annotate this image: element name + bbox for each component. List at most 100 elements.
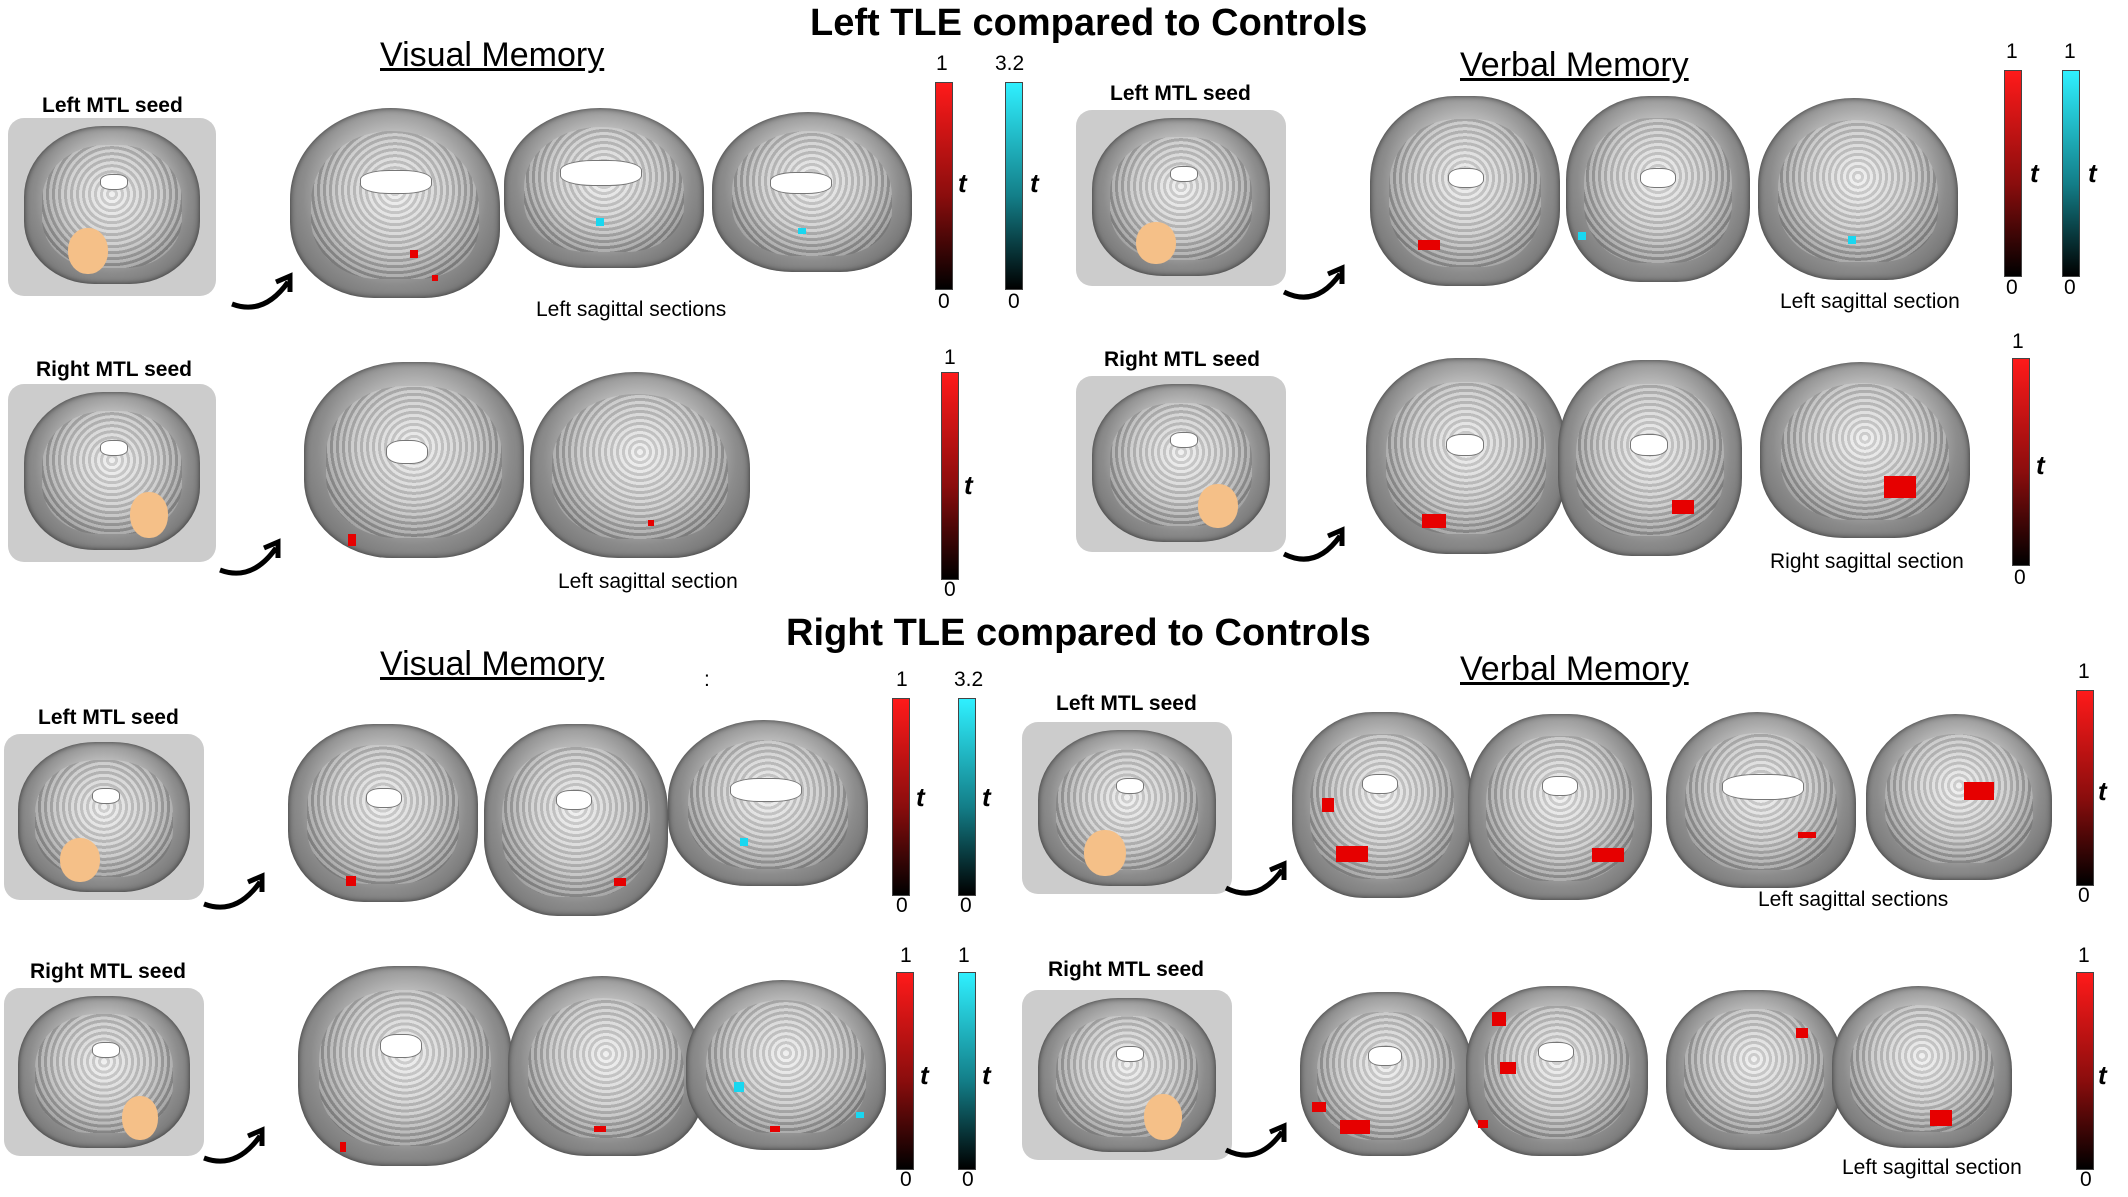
ventricle [556,790,592,810]
colorbar-red [2012,358,2030,566]
red-activation-blob [1422,514,1446,528]
cyan-activation-blob [596,218,604,226]
coronal-brain-slice [1300,992,1472,1156]
coronal-brain-slice [24,126,200,284]
sagittal-brain-slice [504,108,704,268]
coronal-brain-slice [18,742,190,892]
seed-roi-left [1136,222,1176,264]
red-activation-blob [1336,846,1368,862]
curved-arrow-icon [1282,264,1345,300]
ventricle [1640,168,1676,188]
colorbar-cyan [958,972,976,1170]
ventricle [100,174,128,190]
coronal-brain-slice [1092,384,1270,542]
ventricle [100,440,128,456]
seed-panel [1022,990,1232,1160]
ventricle [730,778,802,802]
ventricle [366,788,402,808]
colorbar-min: 0 [2078,884,2090,907]
seed-label-left: Left MTL seed [1110,82,1251,105]
colorbar-t-label: t [958,168,967,198]
ventricle [380,1034,422,1058]
seed-label-right: Right MTL seed [36,358,192,381]
verbal-memory-header: Verbal Memory [1460,46,1689,84]
ventricle [1542,776,1578,796]
colorbar-min: 0 [2014,566,2026,589]
red-activation-blob [1964,782,1994,800]
stray-colon: : [704,668,710,691]
coronal-brain-slice [304,362,524,558]
colorbar-max: 1 [944,346,956,369]
seed-label-left: Left MTL seed [38,706,179,729]
seed-label-right: Right MTL seed [1048,958,1204,981]
sagittal-brain-slice [290,108,500,298]
colorbar-t-label: t [1030,168,1039,198]
seed-label-left: Left MTL seed [1056,692,1197,715]
sagittal-brain-slice [508,976,704,1156]
coronal-brain-slice [1292,712,1472,898]
colorbar-red [2076,972,2094,1170]
sagittal-brain-slice [1866,714,2052,880]
red-activation-blob [1884,476,1916,498]
coronal-brain-slice [24,392,200,550]
colorbar-t-label: t [982,1060,991,1090]
red-activation-blob [432,275,438,281]
caption: Right sagittal section [1770,550,1964,573]
red-activation-blob [1796,1028,1808,1038]
colorbar-red [2076,690,2094,886]
colorbar-t-label: t [2088,158,2097,188]
cyan-activation-blob [856,1112,864,1118]
seed-roi-right [122,1096,158,1140]
ventricle [1722,774,1804,800]
curved-arrow-icon [203,872,265,910]
ventricle [1446,434,1484,456]
red-activation-blob [648,520,654,526]
cyan-activation-blob [734,1082,744,1092]
coronal-brain-slice [1666,990,1842,1150]
red-activation-blob [614,878,626,886]
red-activation-blob [348,534,356,546]
sagittal-brain-slice [1666,712,1856,888]
colorbar-t-label: t [2098,776,2107,806]
colorbar-t-label: t [2098,1060,2107,1090]
ventricle [1116,778,1144,794]
red-activation-blob [1322,798,1334,812]
ventricle [560,160,642,186]
seed-label-right: Right MTL seed [1104,348,1260,371]
section-title-left-tle: Left TLE compared to Controls [810,2,1368,44]
ventricle [1170,432,1198,448]
colorbar-max: 1 [900,944,912,967]
colorbar-min: 0 [2006,276,2018,299]
colorbar-t-label: t [982,782,991,812]
red-activation-blob [1340,1120,1370,1134]
caption: Left sagittal sections [536,298,727,321]
coronal-brain-slice [1038,998,1216,1152]
curved-arrow-icon [203,1126,265,1164]
sagittal-brain-slice [1758,98,1958,280]
red-activation-blob [594,1126,606,1132]
coronal-brain-slice [18,996,190,1148]
ventricle [1362,774,1398,794]
colorbar-min: 0 [2064,276,2076,299]
colorbar-max: 3.2 [954,668,984,691]
sagittal-brain-slice [1760,362,1970,538]
red-activation-blob [346,876,356,886]
red-activation-blob [1478,1120,1488,1128]
sagittal-brain-slice [530,372,750,558]
colorbar-t-label: t [916,782,925,812]
coronal-brain-slice [1370,96,1560,286]
colorbar-max: 1 [2012,330,2024,353]
colorbar-red [896,972,914,1170]
coronal-brain-slice [484,724,668,916]
curved-arrow-icon [231,272,293,310]
colorbar-max: 1 [896,668,908,691]
colorbar-t-label: t [2030,158,2039,188]
colorbar-min: 0 [896,894,908,917]
cyan-activation-blob [1578,232,1586,240]
colorbar-red [935,82,953,290]
seed-roi-left [60,838,100,882]
red-activation-blob [1418,240,1440,250]
seed-panel [8,384,216,562]
red-activation-blob [1672,500,1694,514]
colorbar-max: 1 [2064,40,2076,63]
